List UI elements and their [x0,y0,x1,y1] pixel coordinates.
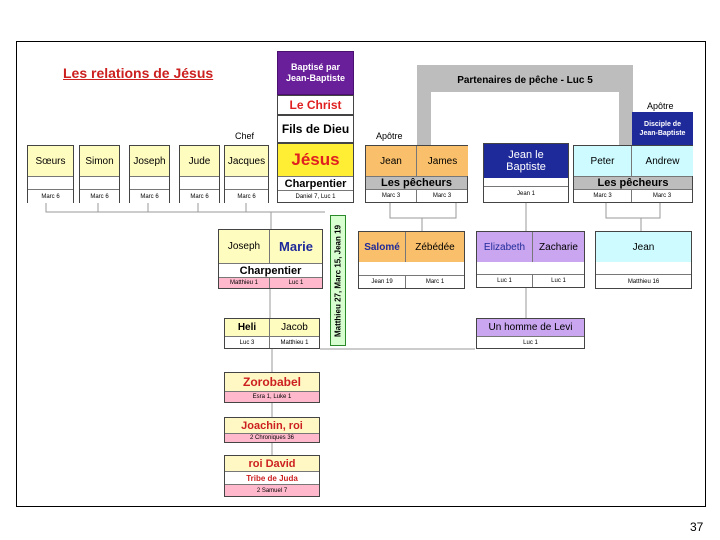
ref-peter: Marc 3 [574,189,631,202]
person-salome: Salomé [364,241,400,253]
label-apotre-andrew: Apôtre [647,101,674,111]
david-card: roi David Tribe de Juda 2 Samuel 7 [224,455,320,497]
sibling-ref: Marc 6 [130,189,169,203]
jean-baptiste-card: Jean le Baptiste Jean 1 [483,143,569,203]
jesus-ref: Daniel 7, Luc 1 [278,190,353,202]
sibling-ref: Marc 6 [225,189,268,203]
fishermen-group: Les pêcheurs [574,176,692,189]
person-jean-friend: Jean [596,232,691,262]
parents-card: Joseph Marie Charpentier Matthieu 1 Luc … [218,229,323,289]
sibling-name: Joseph [133,155,166,167]
christ-box: Le Christ [277,95,354,115]
sibling-ref: Marc 6 [180,189,219,203]
person-zebedee: Zébédée [405,232,464,262]
christ-text: Le Christ [289,98,342,112]
jean-card: Jean Matthieu 16 [595,231,692,289]
person-marie: Marie [269,230,322,263]
sibling-card: Simon Marc 6 [79,145,120,203]
joachin-ref: 2 Chroniques 36 [225,433,319,442]
joachin-name: Joachin, roi [225,418,319,433]
jesus-job: Charpentier [278,176,353,190]
levi-name: Un homme de Levi [477,319,584,336]
zorobabel-ref: Esra 1, Luke 1 [225,391,319,402]
fishermen-left: Jean James Les pêcheurs Marc 3 Marc 3 [365,145,468,203]
sibling-name: Jacques [227,155,266,167]
sibling-card: Jude Marc 6 [179,145,220,203]
david-ref: 2 Samuel 7 [225,484,319,496]
ref-heli: Luc 3 [225,336,269,348]
parents-job: Charpentier [219,263,322,277]
ref-zebedee: Marc 1 [405,275,464,288]
crucifixion-ref-bar: Matthieu 27, Marc 15, Jean 19 [330,215,346,346]
ref-jean: Marc 3 [366,189,416,202]
person-james: James [427,155,458,167]
person-joseph: Joseph [219,230,269,263]
fishing-partners-label: Partenaires de pêche - Luc 5 [457,74,593,86]
fishing-partners-inner [431,92,619,146]
ref-jacob: Matthieu 1 [269,336,319,348]
david-name: roi David [225,456,319,471]
elizabeth-card: Elizabeth Zacharie Luc 1 Luc 1 [476,231,585,288]
fishermen-right: Peter Andrew Les pêcheurs Marc 3 Marc 3 [573,145,693,203]
levi-card: Un homme de Levi Luc 1 [476,318,585,349]
diagram-frame [16,41,706,507]
fils-text: Fils de Dieu [281,122,350,136]
ref-jean-friend: Matthieu 16 [596,274,691,288]
disciple-box: Disciple de Jean-Baptiste [632,112,693,145]
zorobabel-card: Zorobabel Esra 1, Luke 1 [224,372,320,403]
person-jean: Jean [380,155,402,167]
baptized-box: Baptisé par Jean-Baptiste [277,51,354,95]
ref-marie: Luc 1 [269,277,322,288]
ref-joseph: Matthieu 1 [219,277,269,288]
disciple-text: Disciple de Jean-Baptiste [639,120,686,137]
david-tribe: Tribe de Juda [225,471,319,484]
person-andrew: Andrew [645,155,680,167]
sibling-card: Joseph Marc 6 [129,145,170,203]
sibling-name: Simon [85,155,114,167]
jesus-card: Jésus Charpentier Daniel 7, Luc 1 [277,143,354,203]
ref-zacharie: Luc 1 [532,274,584,287]
sibling-ref: Marc 6 [28,189,73,203]
jesus-name: Jésus [278,144,353,176]
page-title: Les relations de Jésus [63,65,214,81]
person-jacob: Jacob [269,319,319,336]
sibling-card: Sœurs Marc 6 [27,145,74,203]
zorobabel-name: Zorobabel [225,373,319,391]
person-zacharie: Zacharie [532,232,584,262]
ref-salome: Jean 19 [359,275,405,288]
sibling-name: Jude [188,155,211,167]
grandparents-card: Heli Jacob Luc 3 Matthieu 1 [224,318,320,349]
sibling-ref: Marc 6 [80,189,119,203]
crucifixion-ref-text: Matthieu 27, Marc 15, Jean 19 [333,224,343,337]
person-elizabeth: Elizabeth [483,241,526,253]
jean-baptiste-ref: Jean 1 [484,186,568,200]
label-chef: Chef [235,131,255,141]
salome-card: Salomé Zébédée Jean 19 Marc 1 [358,231,465,289]
joachin-card: Joachin, roi 2 Chroniques 36 [224,417,320,443]
person-heli: Heli [225,319,269,336]
page-number: 37 [690,520,704,534]
baptized-text: Baptisé par Jean-Baptiste [285,62,346,83]
fils-box: Fils de Dieu [277,115,354,143]
label-apotre-jean: Apôtre [376,131,403,141]
levi-ref: Luc 1 [477,336,584,348]
jean-baptiste-name: Jean le Baptiste [484,144,568,178]
ref-andrew: Marc 3 [631,189,692,202]
ref-james: Marc 3 [416,189,467,202]
ref-elizabeth: Luc 1 [477,274,532,287]
sibling-card: Jacques Marc 6 [224,145,269,203]
sibling-name: Sœurs [35,155,66,167]
fishermen-group: Les pêcheurs [366,176,467,189]
person-peter: Peter [590,155,615,167]
